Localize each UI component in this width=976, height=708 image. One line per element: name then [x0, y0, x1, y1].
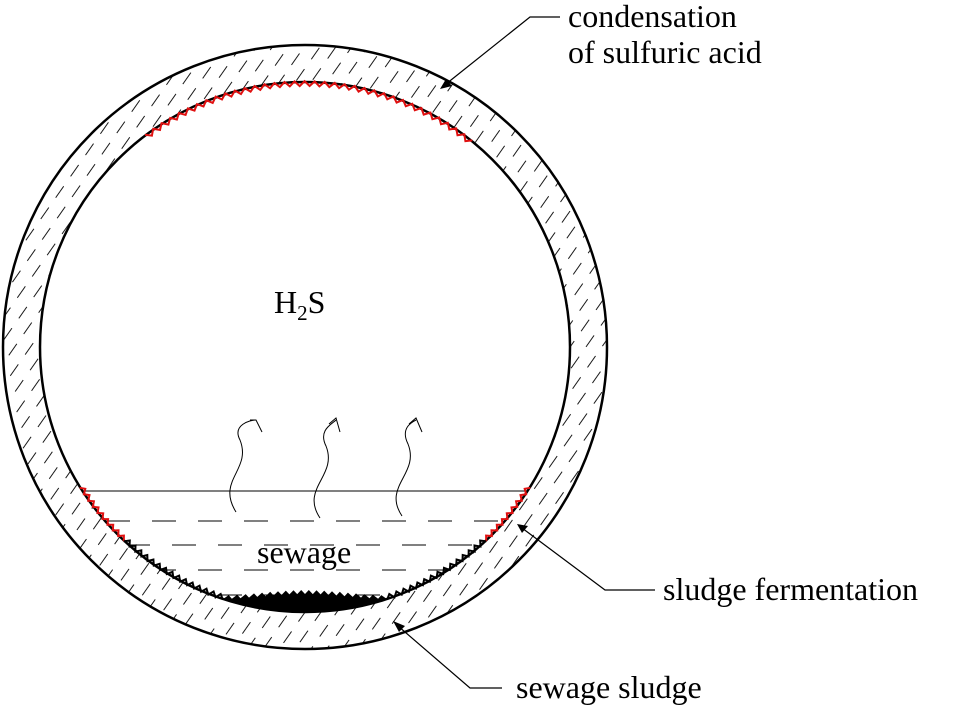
- fermentation-right-zigzag: [386, 539, 487, 601]
- corrosion-left-waterline: [79, 486, 125, 542]
- leader-condensation: [445, 16, 560, 85]
- gas-arrow-head-3: [408, 417, 423, 433]
- label-h2s-main: H: [274, 284, 297, 320]
- corrosion-right-waterline: [485, 486, 531, 542]
- gas-arrow-1: [229, 419, 257, 513]
- label-condensation-line2: of sulfuric acid: [568, 34, 762, 70]
- sludge-deposit: [223, 590, 387, 612]
- gas-arrow-3: [395, 419, 417, 517]
- fermentation-left-zigzag: [123, 539, 224, 601]
- gas-arrow-head-2: [328, 417, 341, 433]
- leader-fermentation: [521, 527, 655, 591]
- pipe-wall: [1, 43, 609, 651]
- outer-wall-outline: [1, 43, 609, 651]
- leader-sludge: [397, 625, 502, 689]
- label-h2s: H2S: [274, 284, 325, 325]
- arrowhead-sludge: [393, 621, 405, 632]
- arrowhead-condensation: [440, 79, 452, 89]
- gas-arrow-2: [313, 419, 337, 519]
- label-h2s-subscript: 2: [297, 301, 308, 325]
- inner-wall-outline: [38, 80, 572, 614]
- gas-arrows: [229, 417, 423, 519]
- label-h2s-tail: S: [308, 284, 326, 320]
- gas-arrow-head-1: [250, 419, 263, 433]
- label-condensation-line1: condensation: [568, 0, 737, 34]
- wall-effects: [79, 79, 531, 601]
- label-sludge-fermentation: sludge fermentation: [663, 571, 918, 607]
- label-sewage-sludge: sewage sludge: [516, 669, 702, 705]
- corrosion-crown-zigzag: [144, 79, 473, 143]
- arrowhead-fermentation: [517, 524, 528, 533]
- leader-arrowheads: [393, 79, 528, 632]
- label-sewage: sewage: [257, 534, 351, 570]
- leader-lines: [397, 16, 655, 689]
